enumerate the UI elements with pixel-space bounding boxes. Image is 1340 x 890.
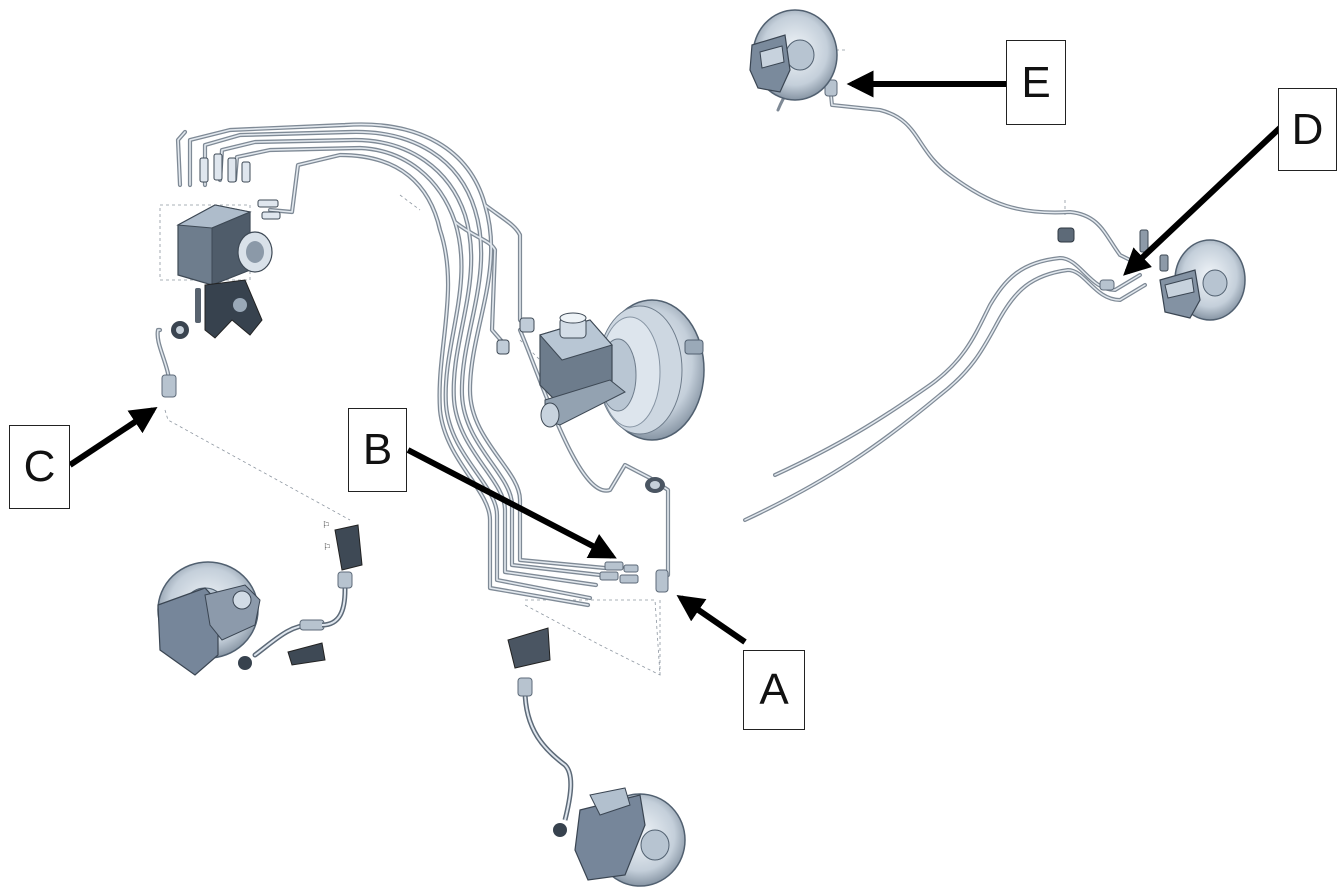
- arrow-b: [406, 447, 617, 559]
- rear-pipe-clips: [824, 79, 1169, 291]
- svg-text:⚐: ⚐: [322, 521, 330, 531]
- rear-left-brake: [749, 9, 838, 101]
- brake-booster: [597, 299, 705, 441]
- svg-text:⚐: ⚐: [323, 543, 331, 553]
- arrow-a: [676, 594, 747, 645]
- callout-label-c: C: [9, 425, 70, 509]
- arrow-c: [68, 407, 158, 468]
- callout-arrows: [68, 70, 1286, 645]
- callout-label-a: A: [743, 650, 805, 730]
- callout-label-d: D: [1278, 88, 1337, 171]
- front-left-brake: ⚐ ⚐: [157, 521, 363, 676]
- master-cylinder: [496, 312, 626, 428]
- callout-label-b: B: [348, 408, 407, 492]
- callout-label-e: E: [1006, 40, 1066, 125]
- arrow-d: [1123, 122, 1286, 276]
- front-right-hose: [645, 477, 669, 593]
- pipe-fittings-b: [599, 561, 639, 584]
- abs-unit: [159, 153, 281, 398]
- rear-right-brake: [1159, 239, 1246, 321]
- front-right-brake: [507, 627, 686, 887]
- rear-brake-pipes: [743, 53, 1147, 522]
